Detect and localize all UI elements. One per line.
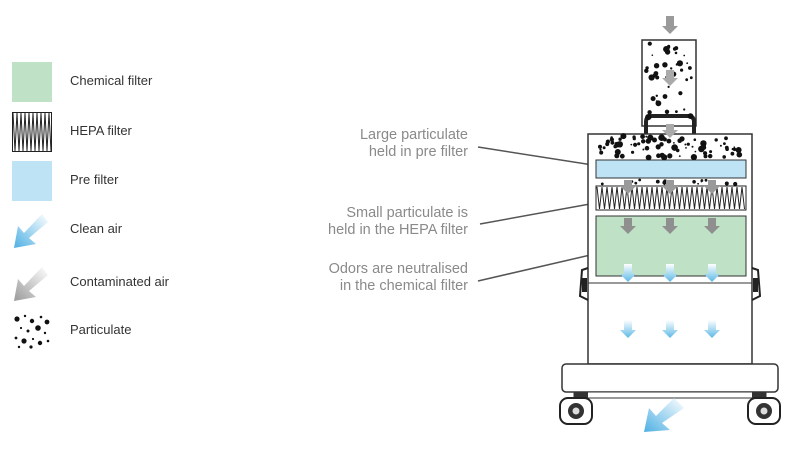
legend-label: Pre filter: [70, 172, 119, 187]
left-caster: [559, 392, 593, 425]
contaminated-air-arrows: [620, 16, 720, 234]
callout-line1: Large particulate: [359, 127, 468, 143]
legend-item-pre-filter: Pre filter: [12, 161, 242, 201]
pre-filter-swatch: [12, 161, 52, 201]
cabinet-base: [561, 363, 779, 393]
pre-filter-layer: [595, 159, 747, 179]
base-plinth: [573, 391, 767, 399]
callout-line2: held in pre filter: [368, 144, 468, 160]
legend-label: Clean air: [70, 221, 123, 236]
callout-line1: Odors are neutralised: [328, 261, 468, 277]
legend-item-particulate: Particulate: [12, 311, 242, 351]
legend-item-contaminated-air: Contaminated air: [12, 263, 242, 303]
callout-pre-filter: Large particulate held in pre filter: [360, 127, 468, 161]
clean-air-exhaust-arrow: [644, 398, 684, 432]
contaminated-air-arrow-icon: [14, 267, 48, 301]
callout-chemical-filter: Odors are neutralised in the chemical fi…: [329, 261, 468, 295]
callout-line2: in the chemical filter: [339, 278, 468, 294]
legend-item-chemical-filter: Chemical filter: [12, 62, 242, 102]
left-latch: [578, 267, 589, 301]
legend-item-clean-air: Clean air: [12, 210, 242, 250]
clean-air-arrows: [620, 264, 720, 338]
particulate-dots: [598, 41, 743, 187]
legend-label: Chemical filter: [70, 73, 153, 88]
cabinet-handle: [644, 114, 696, 134]
right-caster: [747, 392, 781, 425]
clean-air-arrow-icon: [14, 214, 48, 248]
right-latch: [751, 267, 762, 301]
legend-label: Contaminated air: [70, 274, 169, 289]
callout-line1: Small particulate is: [346, 205, 468, 221]
legend-label: HEPA filter: [70, 123, 132, 138]
legend-label: Particulate: [70, 322, 132, 337]
callout-hepa-filter: Small particulate is held in the HEPA fi…: [328, 205, 468, 239]
hepa-filter-swatch: [12, 112, 52, 152]
legend-item-hepa-filter: HEPA filter: [12, 112, 242, 152]
legend: Chemical filter HEPA filter Pre filter C…: [0, 0, 250, 450]
callout-line2: held in the HEPA filter: [328, 222, 468, 238]
chemical-filter-swatch: [12, 62, 52, 102]
particulate-icon: [14, 314, 50, 349]
hepa-filter-layer: [595, 185, 747, 211]
